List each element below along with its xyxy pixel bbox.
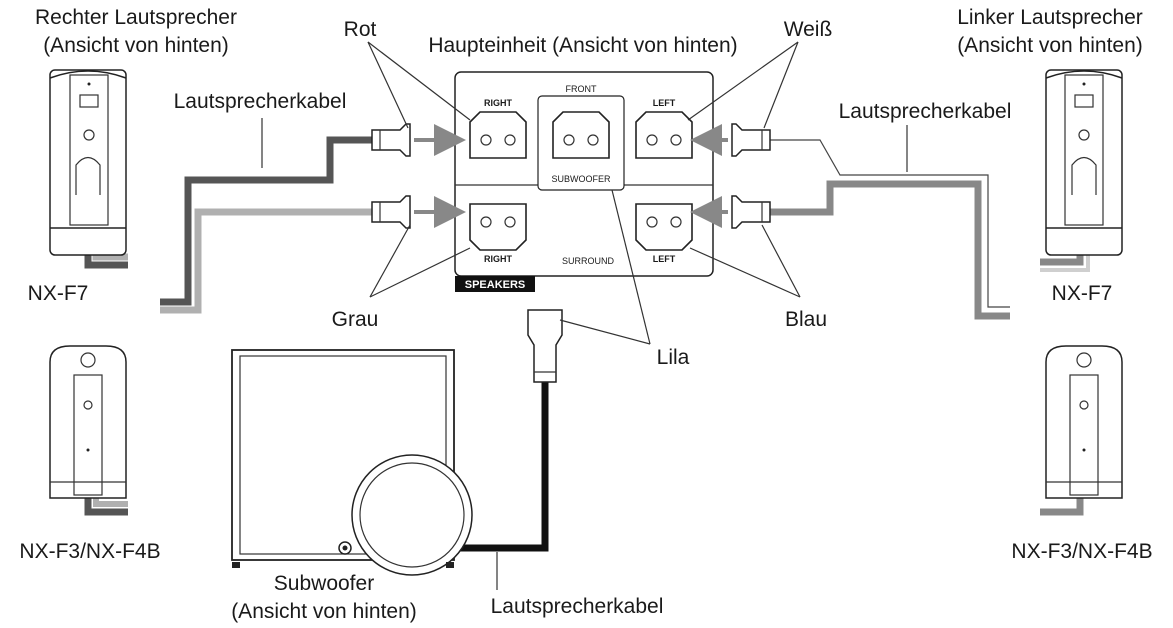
leader-lines	[261, 41, 908, 590]
right-front-cable	[84, 136, 372, 314]
label-purple: Lila	[657, 346, 690, 369]
plug-subwoofer	[527, 309, 563, 383]
panel-front-label: FRONT	[566, 84, 597, 94]
right-speaker-view: (Ansicht von hinten)	[43, 34, 229, 57]
subwoofer-box	[231, 349, 473, 576]
label-blue: Blau	[785, 308, 827, 331]
label-speaker-cable-right: Lautsprecherkabel	[839, 100, 1012, 123]
connection-arrows	[414, 124, 728, 228]
label-nx-f7-left: NX-F7	[1052, 282, 1113, 305]
panel-right-bottom-label: RIGHT	[484, 254, 513, 264]
label-gray: Grau	[332, 308, 379, 331]
plug-front-left	[731, 123, 771, 157]
right-speaker-nx-f3	[49, 345, 127, 499]
left-speaker-nx-f7	[1045, 69, 1123, 256]
panel-right-top-label: RIGHT	[484, 98, 513, 108]
terminal-front-right	[469, 111, 527, 159]
speakers-badge-label: SPEAKERS	[465, 279, 526, 291]
terminal-surround-right	[469, 203, 527, 251]
label-subwoofer-view: (Ansicht von hinten)	[231, 600, 417, 623]
terminal-subwoofer	[552, 111, 610, 159]
label-speaker-cable-bottom: Lautsprecherkabel	[491, 595, 664, 618]
left-speaker-title: Linker Lautsprecher	[957, 6, 1143, 29]
terminal-front-left	[635, 111, 693, 159]
plug-surround-left	[731, 195, 771, 229]
terminal-surround-left	[635, 203, 693, 251]
label-subwoofer: Subwoofer	[274, 572, 374, 595]
panel-left-bottom-label: LEFT	[653, 254, 676, 264]
panel-surround-label: SURROUND	[562, 256, 615, 266]
label-nx-f7-right: NX-F7	[28, 282, 89, 305]
main-unit-title: Haupteinheit (Ansicht von hinten)	[428, 34, 737, 57]
plug-front-right	[371, 123, 411, 157]
panel-left-top-label: LEFT	[653, 98, 676, 108]
plug-surround-right	[371, 195, 411, 229]
label-speaker-cable-left: Lautsprecherkabel	[174, 90, 347, 113]
label-white: Weiß	[784, 18, 833, 41]
label-red: Rot	[344, 18, 377, 41]
left-speaker-view: (Ansicht von hinten)	[957, 34, 1143, 57]
main-unit-panel: FRONT SUBWOOFER SURROUND RIGHT LEFT RIGH…	[454, 71, 714, 292]
label-nx-f3-right: NX-F3/NX-F4B	[19, 540, 160, 563]
left-speaker-nx-f3	[1045, 345, 1123, 499]
right-speaker-nx-f7	[49, 69, 127, 256]
left-front-cable	[770, 136, 1090, 320]
speakers-badge	[455, 276, 535, 292]
panel-subwoofer-label: SUBWOOFER	[551, 174, 611, 184]
right-speaker-title: Rechter Lautsprecher	[35, 6, 237, 29]
label-nx-f3-left: NX-F3/NX-F4B	[1011, 540, 1152, 563]
